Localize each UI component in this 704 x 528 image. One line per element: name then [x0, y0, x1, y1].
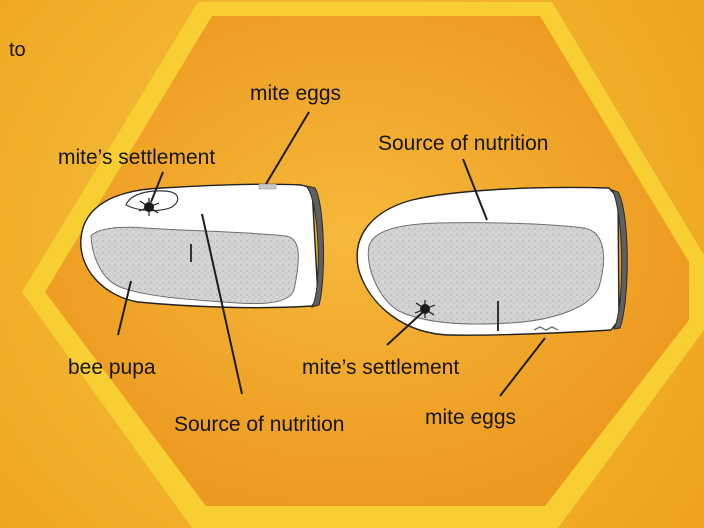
right-pupa-shape [368, 223, 603, 324]
left-cell [81, 184, 324, 308]
left-mite-eggs-icon [259, 184, 276, 189]
label-mite-eggs-top: mite eggs [250, 83, 341, 104]
label-source-of-nutrition-right: Source of nutrition [378, 133, 548, 154]
corner-text: to [9, 40, 26, 60]
label-source-of-nutrition-bottom: Source of nutrition [174, 414, 344, 435]
right-cell [357, 188, 627, 336]
label-mites-settlement-right: mite’s settlement [302, 357, 459, 378]
label-mite-eggs-bottom: mite eggs [425, 407, 516, 428]
label-mites-settlement-left: mite’s settlement [58, 147, 215, 168]
label-bee-pupa: bee pupa [68, 357, 156, 378]
